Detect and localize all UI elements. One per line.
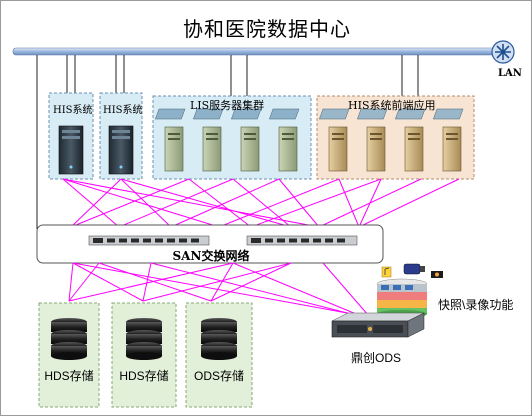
san-network-box [36, 224, 384, 264]
his-front-servers [319, 108, 464, 172]
ods-storage-label: ODS存储 [193, 369, 244, 383]
snapshot-media-icons [381, 263, 443, 278]
lan-label: LAN [498, 68, 522, 79]
snapshot-label: 快照\录像功能 [438, 298, 514, 312]
his-rack-server-1 [58, 125, 84, 175]
hds-storage-2-label: HDS存储 [119, 369, 169, 383]
his-rack-server-2 [108, 125, 134, 175]
lis-servers [155, 108, 300, 172]
ods-disk-stack [201, 318, 237, 360]
diagram-title: 协和医院数据中心 [183, 17, 351, 41]
lan-drop-lines [36, 55, 419, 229]
ods-device-label: 鼎创ODS [351, 351, 402, 365]
snapshot-disk-tiers [376, 278, 428, 318]
san-switch-2 [246, 235, 358, 246]
his-front-label: HIS系统前端应用 [348, 99, 436, 112]
san-switch-1 [88, 235, 210, 246]
lan-switch-icon [491, 40, 515, 64]
san-network-label: SAN交换网络 [172, 249, 250, 263]
hds-storage-1-label: HDS存储 [44, 369, 94, 383]
san-lower-links [68, 262, 376, 324]
lis-cluster-label: LIS服务器集群 [190, 99, 265, 112]
san-upper-links [62, 178, 460, 228]
ods-appliance [331, 312, 425, 338]
hds-disk-stack-1 [51, 318, 87, 360]
his-group-2-label: HIS系统 [103, 105, 143, 116]
hds-disk-stack-2 [126, 318, 162, 360]
lan-backbone [12, 47, 506, 56]
his-group-1-label: HIS系统 [53, 105, 93, 116]
